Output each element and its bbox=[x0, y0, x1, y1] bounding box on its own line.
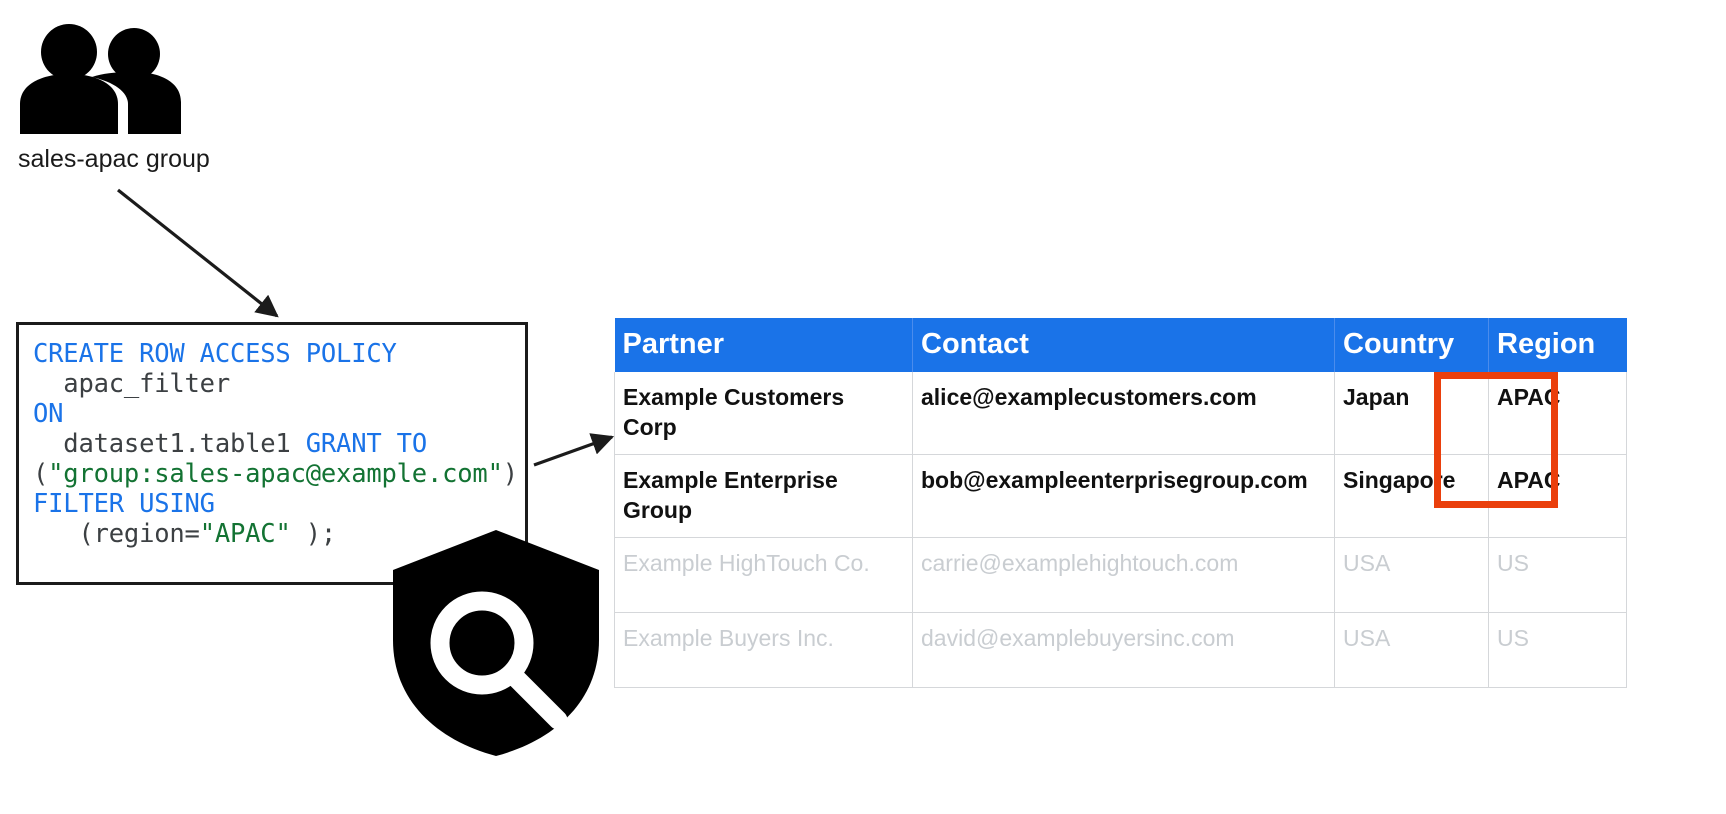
table-row: Example Buyers Inc. david@examplebuyersi… bbox=[614, 612, 1627, 688]
table-row: Example Customers Corp alice@examplecust… bbox=[614, 372, 1627, 455]
cell-partner: Example Buyers Inc. bbox=[614, 612, 913, 688]
partner-table-container: Partner Contact Country Region Example C… bbox=[614, 318, 1627, 688]
cell-country: Singapore bbox=[1334, 454, 1489, 538]
cell-contact: carrie@examplehightouch.com bbox=[912, 537, 1335, 613]
cell-country: USA bbox=[1334, 537, 1489, 613]
people-group-icon bbox=[18, 22, 258, 134]
cell-region: APAC bbox=[1488, 454, 1627, 538]
sql-code: CREATE ROW ACCESS POLICY apac_filter ON … bbox=[33, 339, 518, 549]
group-to-policy-arrow bbox=[117, 188, 279, 318]
cell-contact: bob@exampleenterprisegroup.com bbox=[912, 454, 1335, 538]
column-header-partner[interactable]: Partner bbox=[614, 318, 913, 372]
partner-table: Partner Contact Country Region Example C… bbox=[614, 318, 1627, 688]
column-header-contact[interactable]: Contact bbox=[912, 318, 1335, 372]
cell-partner: Example Customers Corp bbox=[614, 372, 913, 455]
cell-contact: david@examplebuyersinc.com bbox=[912, 612, 1335, 688]
shield-magnifier-icon bbox=[390, 528, 602, 758]
table-row: Example HighTouch Co. carrie@examplehigh… bbox=[614, 537, 1627, 613]
cell-country: USA bbox=[1334, 612, 1489, 688]
row-access-policy-code-box: CREATE ROW ACCESS POLICY apac_filter ON … bbox=[16, 322, 528, 585]
cell-partner: Example HighTouch Co. bbox=[614, 537, 913, 613]
table-row: Example Enterprise Group bob@exampleente… bbox=[614, 454, 1627, 538]
cell-contact: alice@examplecustomers.com bbox=[912, 372, 1335, 455]
column-header-country[interactable]: Country bbox=[1334, 318, 1489, 372]
shield-node bbox=[390, 528, 602, 758]
cell-region: APAC bbox=[1488, 372, 1627, 455]
cell-country: Japan bbox=[1334, 372, 1489, 455]
table-header-row: Partner Contact Country Region bbox=[614, 318, 1627, 372]
cell-region: US bbox=[1488, 537, 1627, 613]
group-node: sales-apac group bbox=[18, 22, 258, 174]
group-label: sales-apac group bbox=[18, 145, 210, 173]
policy-to-table-arrow bbox=[533, 433, 615, 467]
column-header-region[interactable]: Region bbox=[1488, 318, 1627, 372]
cell-region: US bbox=[1488, 612, 1627, 688]
cell-partner: Example Enterprise Group bbox=[614, 454, 913, 538]
